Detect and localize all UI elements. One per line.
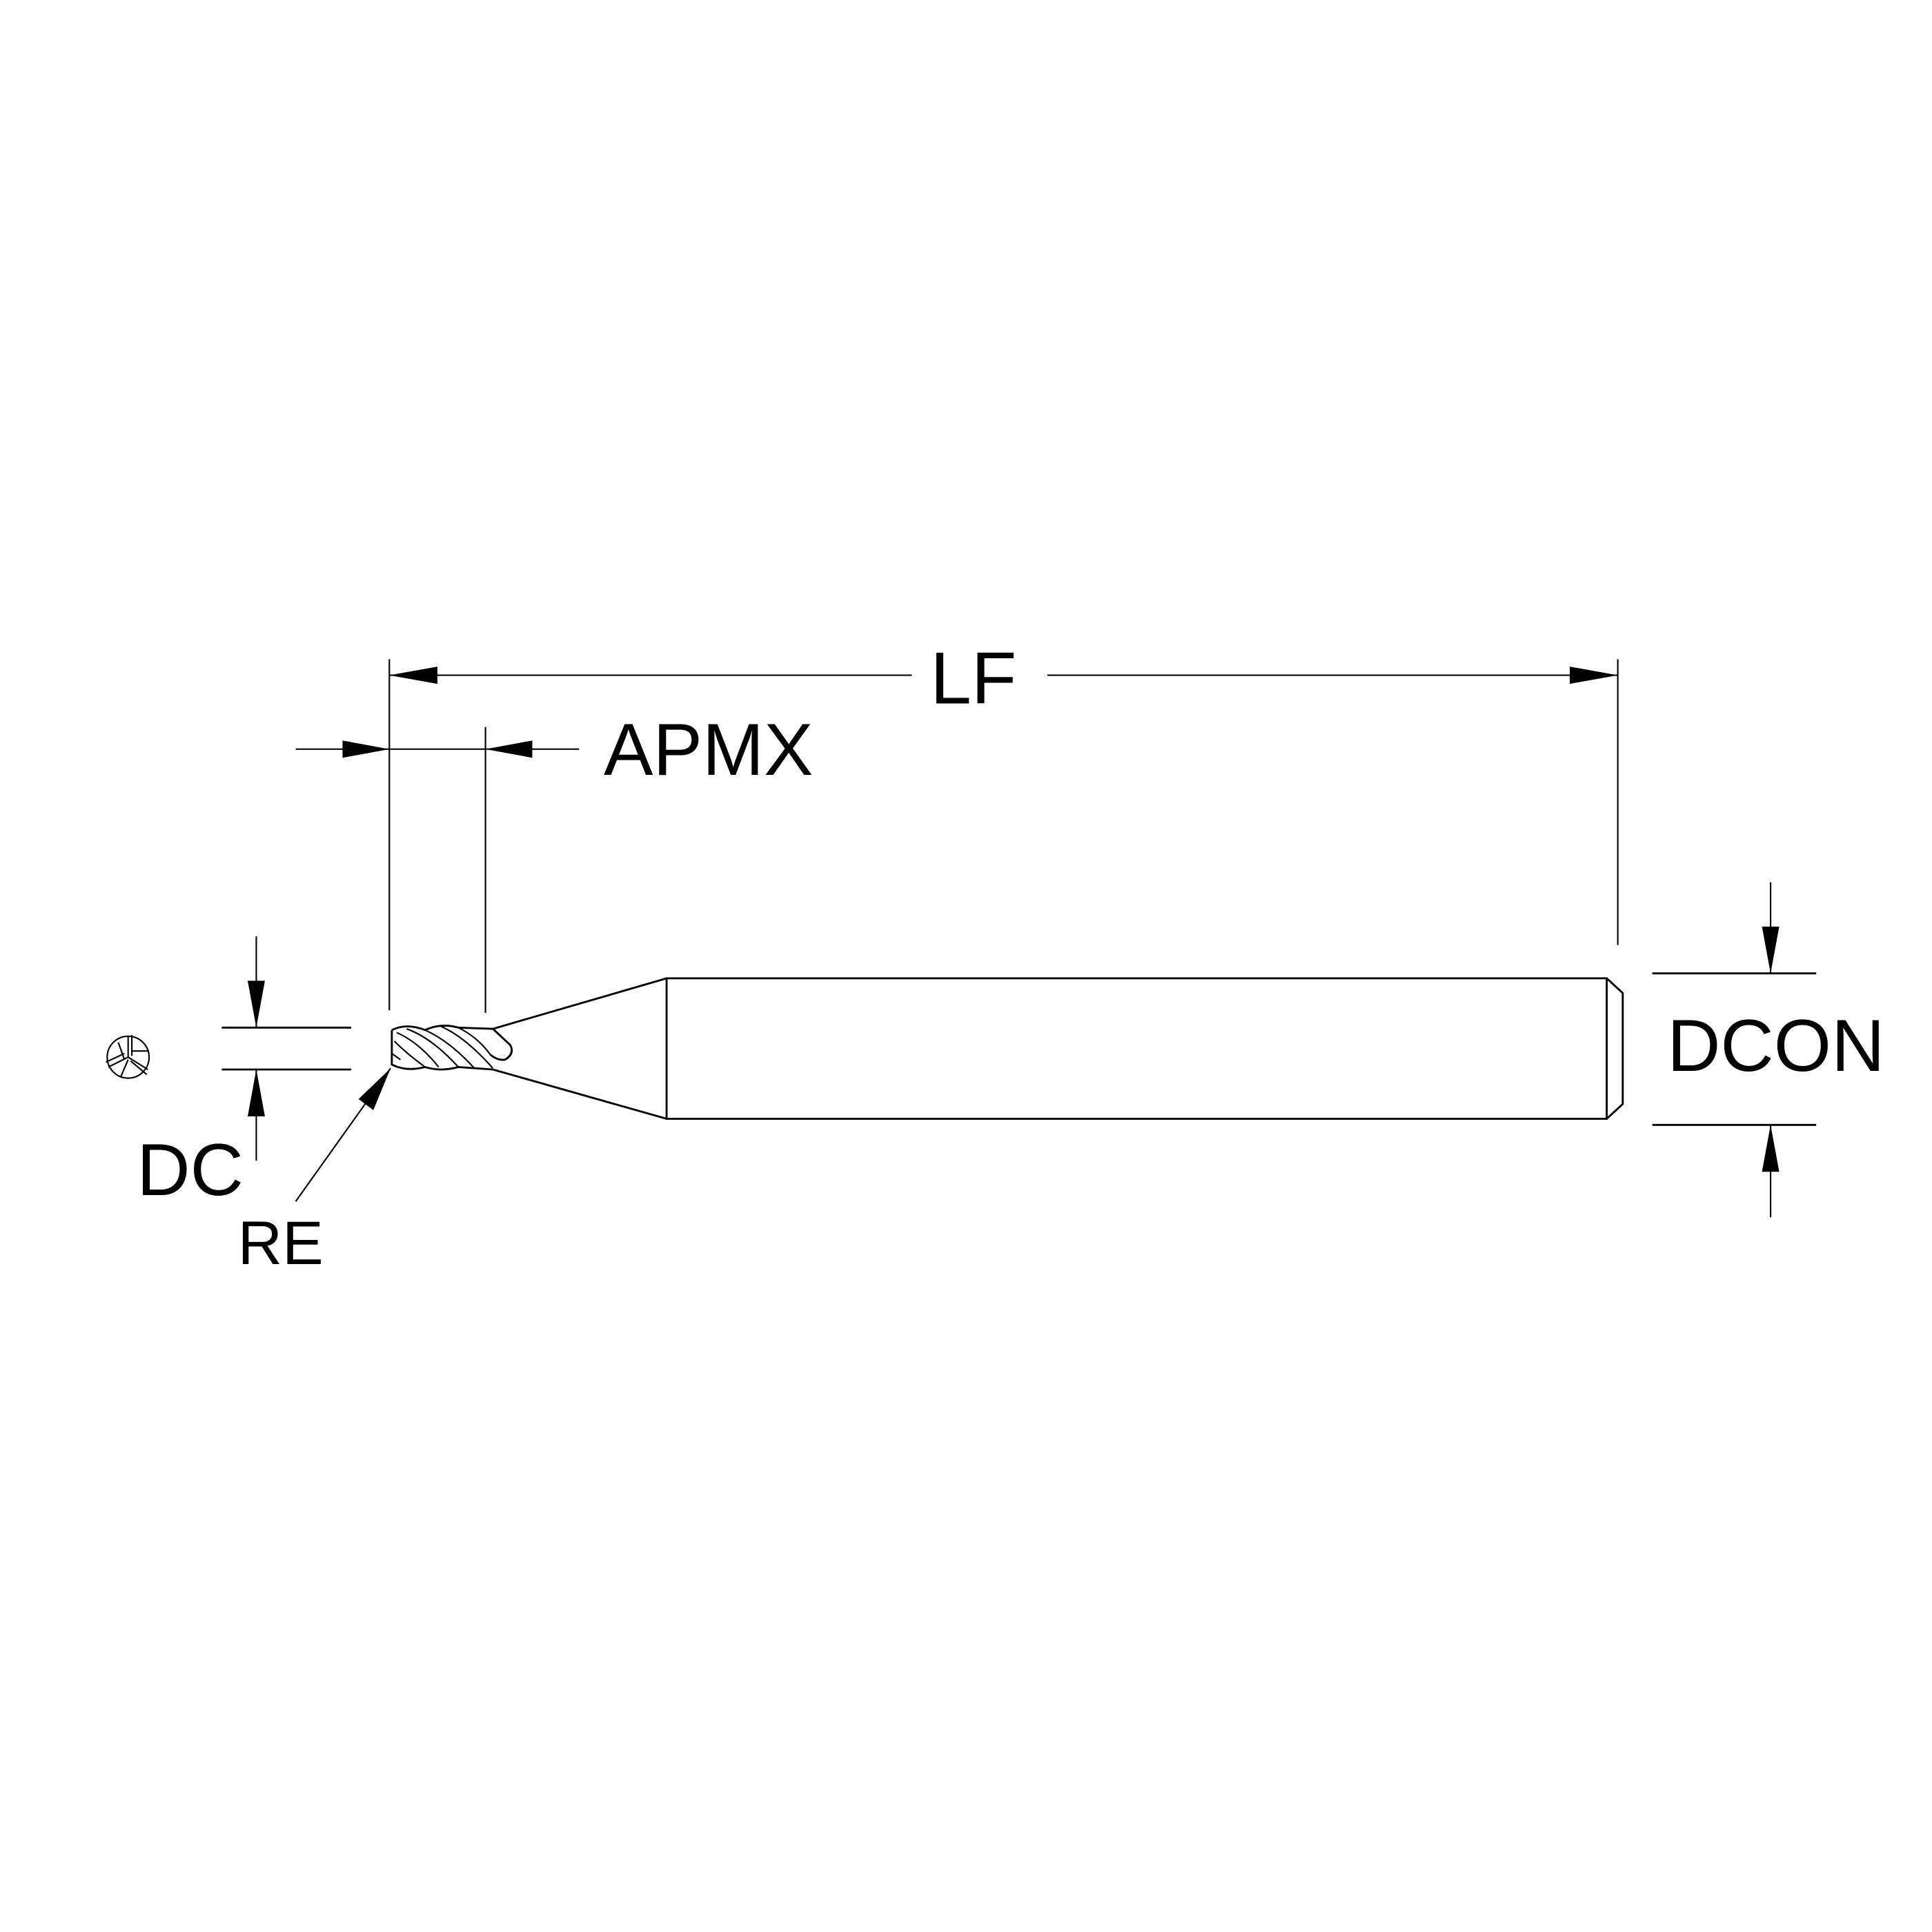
re-dimension: RE (238, 1067, 391, 1277)
dc-dimension: DC (137, 936, 351, 1211)
end-mill-tool (391, 977, 1624, 1120)
dc-label: DC (137, 1128, 244, 1211)
lf-label: LF (930, 637, 1016, 720)
flutes (391, 1025, 513, 1071)
dcon-dimension: DCON (1652, 882, 1884, 1218)
lf-dimension: LF (388, 637, 1619, 1011)
dcon-label: DCON (1667, 1004, 1884, 1087)
apmx-dimension: APMX (295, 708, 814, 1013)
re-label: RE (238, 1208, 324, 1277)
end-view-icon (106, 1035, 150, 1079)
apmx-label: APMX (604, 708, 814, 791)
